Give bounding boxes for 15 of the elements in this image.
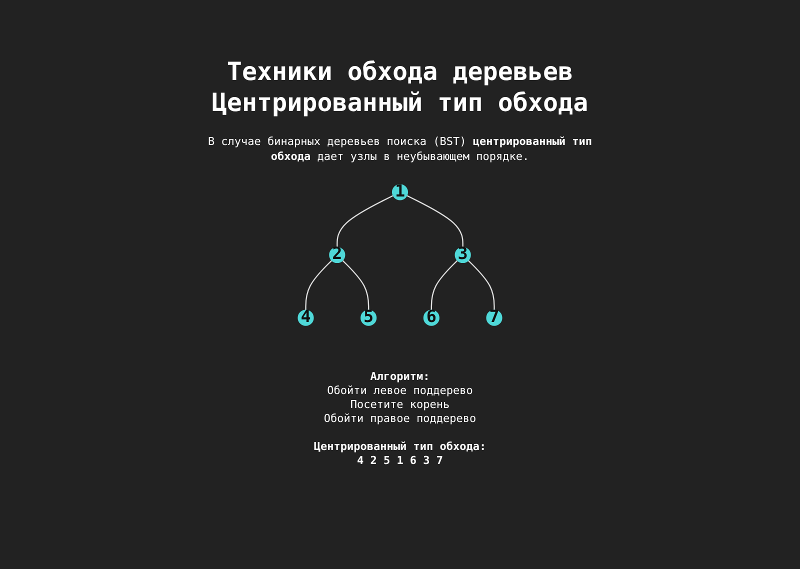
- tree-node-circle: 2: [329, 244, 346, 264]
- heading-text: Центрированный тип обхода:: [314, 440, 486, 454]
- heading-text: Алгоритм:: [370, 370, 430, 384]
- tree-node-circle: 6: [423, 308, 440, 327]
- tree-node-circle: 4: [298, 308, 314, 327]
- step-text: Обойти левое поддерево: [327, 384, 473, 398]
- step-text: Посетите корень: [350, 398, 450, 412]
- step-text: Обойти правое поддерево: [324, 412, 476, 426]
- description-text: В случае бинарных деревьев поиска (BST) центрированный тип обхода дает узлы в неубывающем порядке.: [206, 134, 594, 164]
- tree-node-circle: 7: [486, 308, 502, 327]
- tree-node-circle: 1: [392, 182, 408, 202]
- tree-node-circle: 3: [454, 244, 471, 264]
- tree-node-circle: 5: [360, 308, 377, 327]
- sequence-text: 4 2 5 1 6 3 7: [356, 454, 444, 468]
- title: Техники обхода деревьев Центрированный тип обхода: [210, 56, 590, 118]
